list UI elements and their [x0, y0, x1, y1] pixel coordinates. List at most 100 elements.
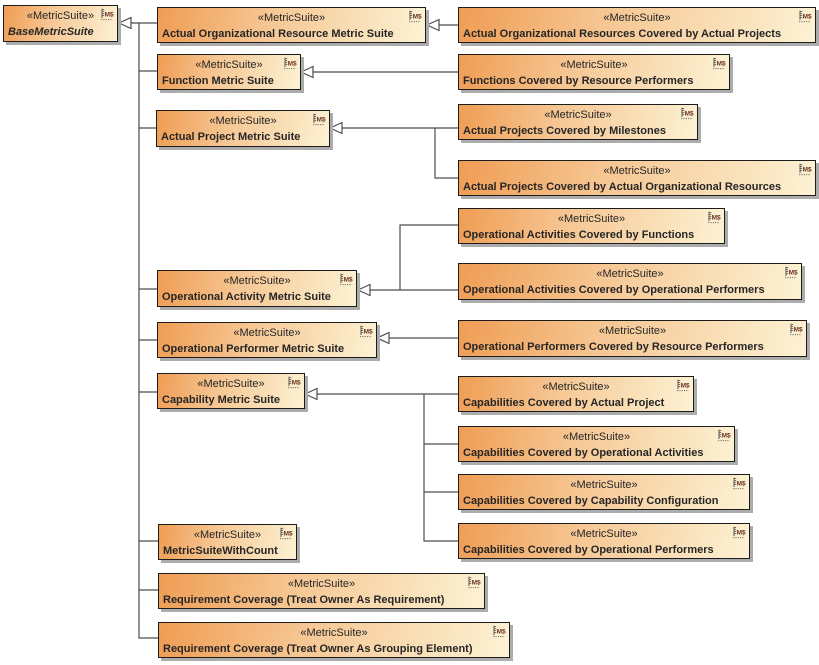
- class-node-fcrp[interactable]: «MetricSuite»Functions Covered by Resour…: [458, 54, 730, 90]
- class-node-aorms[interactable]: «MetricSuite» Actual Organizational Resou…: [157, 7, 426, 43]
- stereotype-label: «MetricSuite»: [287, 578, 356, 590]
- svg-text:M$: M$: [105, 12, 114, 19]
- stereotype-label: «MetricSuite»: [562, 431, 631, 443]
- generalization-edge-apcaor-to-apms[interactable]: [434, 128, 458, 179]
- generalization-edge-cccc-to-cms[interactable]: [423, 444, 458, 493]
- svg-text:M$: M$: [737, 481, 746, 488]
- generalization-edge-opms-to-base[interactable]: [138, 289, 157, 341]
- stereotype-label: «MetricSuite»: [544, 109, 612, 121]
- class-name: BaseMetricSuite: [8, 26, 94, 38]
- stereotype-label: «MetricSuite»: [223, 275, 291, 287]
- class-node-apms[interactable]: «MetricSuite» Actual Project Metric Suite…: [156, 110, 330, 147]
- stereotype-label: «MetricSuite»: [26, 10, 95, 22]
- generalization-edge-cms-to-base[interactable]: [138, 340, 157, 393]
- metric-suite-icon: M$: [492, 625, 506, 638]
- class-name: Capabilities Covered by Capability Confi…: [463, 495, 719, 507]
- class-node-oams[interactable]: «MetricSuite» Operational Activity Metric…: [157, 270, 357, 307]
- class-node-oacf[interactable]: «MetricSuite»Operational Activities Cove…: [458, 208, 725, 244]
- class-node-base[interactable]: «MetricSuite» BaseMetricSuite M$: [3, 5, 118, 42]
- class-name: Operational Activities Covered by Operat…: [463, 284, 765, 296]
- metric-suite-icon: M$: [680, 107, 694, 120]
- metric-suite-icon: M$: [467, 576, 481, 589]
- metric-suite-icon: M$: [732, 477, 746, 490]
- class-name: Actual Projects Covered by Milestones: [463, 125, 666, 137]
- metric-suite-icon: M$: [784, 266, 798, 279]
- generalization-arrowhead-icon: [299, 65, 314, 79]
- generalization-arrowhead-icon: [328, 121, 343, 135]
- metric-suite-icon: M$: [359, 325, 373, 338]
- metric-suite-icon: M$: [717, 429, 731, 442]
- class-name: Operational Activities Covered by Functi…: [463, 229, 695, 241]
- stereotype-label: «MetricSuite»: [233, 327, 301, 339]
- class-name: Capabilities Covered by Actual Project: [463, 397, 665, 409]
- stereotype-label: «MetricSuite»: [197, 378, 265, 390]
- metric-suite-icon: M$: [100, 8, 114, 21]
- generalization-edge-ccop-to-cms[interactable]: [423, 492, 458, 542]
- svg-text:M$: M$: [497, 629, 506, 636]
- class-name: Operational Performer Metric Suite: [162, 343, 345, 355]
- metric-suite-icon: M$: [707, 211, 721, 224]
- class-name: Actual Organizational Resources Covered …: [463, 28, 782, 40]
- stereotype-label: «MetricSuite»: [603, 12, 671, 24]
- generalization-edge-oams-to-base[interactable]: [138, 128, 157, 290]
- generalization-edge-oacf-to-oams[interactable]: [399, 224, 458, 290]
- generalization-arrowhead-icon: [356, 283, 371, 297]
- class-node-ccop[interactable]: «MetricSuite»Capabilities Covered by Ope…: [458, 523, 750, 559]
- metric-suite-icon: M$: [798, 163, 812, 176]
- generalization-edge-rc1-to-base[interactable]: [138, 541, 158, 591]
- stereotype-label: «MetricSuite»: [209, 115, 277, 127]
- generalization-arrowhead-icon: [117, 16, 132, 30]
- class-name: Requirement Coverage (Treat Owner As Req…: [163, 594, 445, 606]
- metric-suite-icon: M$: [789, 323, 803, 336]
- svg-text:M$: M$: [413, 14, 422, 21]
- class-node-rc2[interactable]: «MetricSuite»Requirement Coverage (Treat…: [158, 622, 510, 658]
- class-node-opcrp[interactable]: «MetricSuite»Operational Performers Cove…: [458, 320, 807, 357]
- metric-suite-icon: M$: [676, 379, 690, 392]
- class-node-cccc[interactable]: «MetricSuite»Capabilities Covered by Cap…: [458, 474, 750, 510]
- class-name: Operational Performers Covered by Resour…: [463, 341, 764, 353]
- svg-text:M$: M$: [317, 117, 326, 124]
- class-node-aorcap[interactable]: «MetricSuite» Actual Organizational Resou…: [458, 7, 816, 43]
- generalization-edge-ccoa-to-cms[interactable]: [423, 394, 458, 445]
- class-node-ccoa[interactable]: «MetricSuite»Capabilities Covered by Ope…: [458, 426, 735, 462]
- svg-text:M$: M$: [789, 270, 798, 277]
- svg-text:M$: M$: [737, 530, 746, 537]
- svg-text:M$: M$: [712, 215, 721, 222]
- class-name: Actual Organizational Resource Metric Su…: [162, 28, 394, 40]
- class-name: MetricSuiteWithCount: [163, 545, 278, 557]
- generalization-edge-fms-to-base[interactable]: [138, 23, 157, 72]
- class-node-rc1[interactable]: «MetricSuite» Requirement Coverage (Treat…: [158, 573, 485, 609]
- stereotype-label: «MetricSuite»: [257, 12, 326, 24]
- metric-suite-icon: M$: [283, 57, 297, 70]
- metric-suite-icon: M$: [279, 527, 293, 540]
- class-name: Requirement Coverage (Treat Owner As Gro…: [163, 643, 473, 655]
- generalization-arrowhead-icon: [303, 387, 318, 401]
- class-name: Operational Activity Metric Suite: [162, 291, 331, 303]
- class-node-oacop[interactable]: «MetricSuite»Operational Activities Cove…: [458, 263, 802, 300]
- class-name: Capability Metric Suite: [162, 394, 280, 406]
- class-node-opms[interactable]: «MetricSuite» Operational Performer Metri…: [157, 322, 377, 358]
- generalization-edge-apms-to-base[interactable]: [138, 71, 156, 129]
- svg-text:M$: M$: [681, 383, 690, 390]
- generalization-edge-mswc-to-base[interactable]: [138, 392, 158, 542]
- svg-text:M$: M$: [794, 327, 803, 334]
- svg-text:M$: M$: [803, 167, 812, 174]
- generalization-arrowhead-icon: [425, 18, 440, 32]
- class-name: Actual Project Metric Suite: [161, 131, 301, 143]
- svg-text:M$: M$: [717, 61, 726, 68]
- class-node-apcm[interactable]: «MetricSuite» Actual Projects Covered by …: [458, 104, 698, 140]
- metric-suite-icon: M$: [732, 526, 746, 539]
- generalization-arrowhead-icon: [375, 331, 390, 345]
- generalization-edge-rc2-to-base[interactable]: [138, 590, 158, 639]
- class-name: Actual Projects Covered by Actual Organi…: [463, 181, 782, 193]
- class-node-apcaor[interactable]: «MetricSuite»Actual Projects Covered by …: [458, 160, 816, 196]
- svg-text:M$: M$: [364, 329, 373, 336]
- metric-suite-icon: M$: [408, 10, 422, 23]
- class-node-ccap[interactable]: «MetricSuite»Capabilities Covered by Act…: [458, 376, 694, 412]
- svg-text:M$: M$: [685, 111, 694, 118]
